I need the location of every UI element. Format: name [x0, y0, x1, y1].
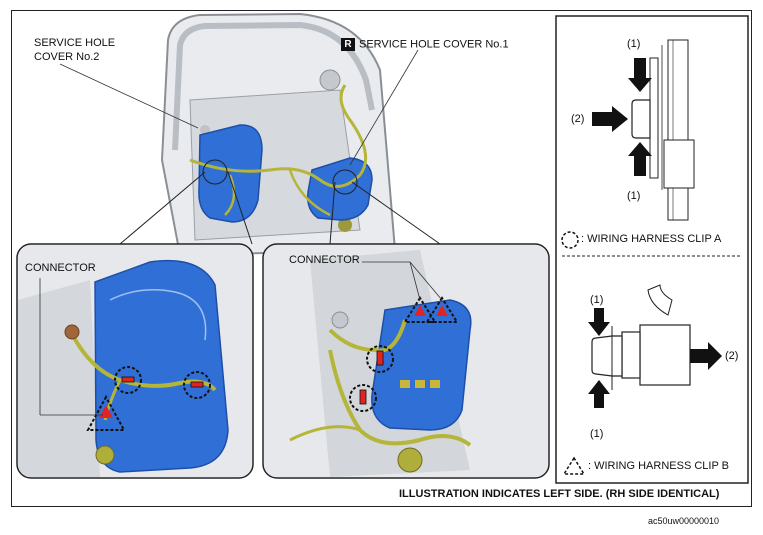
- label-connector-right: CONNECTOR: [289, 254, 360, 266]
- label-clip-b-1-bottom: (1): [590, 428, 604, 440]
- label-cover-2-line2: COVER No.2: [34, 51, 100, 63]
- rh-badge: R: [341, 38, 355, 51]
- arrow-up-icon: [628, 142, 652, 176]
- diagram-frame: [11, 10, 752, 507]
- clip-a-legend-icon: [561, 231, 579, 249]
- label-clip-a-1-top: (1): [627, 38, 641, 50]
- inset-left-cover: [94, 259, 229, 473]
- arrow-right-icon: [690, 342, 722, 370]
- label-cover-1-text: SERVICE HOLE COVER No.1: [359, 38, 509, 51]
- label-clip-b-2: (2): [725, 350, 739, 362]
- arrow-down-icon: [588, 308, 610, 336]
- arrow-right-icon: [592, 106, 628, 132]
- clip-a-marker: [183, 371, 211, 399]
- doc-code: ac50uw00000010: [648, 516, 720, 526]
- left-inset: [16, 243, 254, 479]
- legend-clip-a: : WIRING HARNESS CLIP A: [581, 233, 722, 245]
- label-connector-left: CONNECTOR: [25, 262, 96, 274]
- label-cover-2-line1: SERVICE HOLE: [34, 37, 116, 49]
- label-clip-b-1-top: (1): [590, 294, 604, 306]
- clip-a-marker: [366, 345, 394, 373]
- clip-b-marker: [403, 296, 437, 323]
- legend-clip-b: : WIRING HARNESS CLIP B: [588, 460, 729, 472]
- clip-b-marker: [425, 296, 459, 323]
- clip-b-marker: [86, 394, 126, 431]
- right-inset: [262, 243, 550, 479]
- footer-note: ILLUSTRATION INDICATES LEFT SIDE. (RH SI…: [399, 488, 720, 500]
- label-cover-1: R SERVICE HOLE COVER No.1: [341, 38, 509, 51]
- inset-right-cover: [371, 299, 472, 431]
- service-hole-cover-2: [198, 124, 263, 223]
- label-clip-a-1-bottom: (1): [627, 190, 641, 202]
- arrow-down-icon: [628, 58, 652, 92]
- clip-detail-panel: [555, 15, 749, 484]
- arrow-up-icon: [588, 380, 610, 408]
- clip-a-marker: [114, 366, 142, 394]
- clip-a-marker: [349, 384, 377, 412]
- label-clip-a-2: (2): [571, 113, 585, 125]
